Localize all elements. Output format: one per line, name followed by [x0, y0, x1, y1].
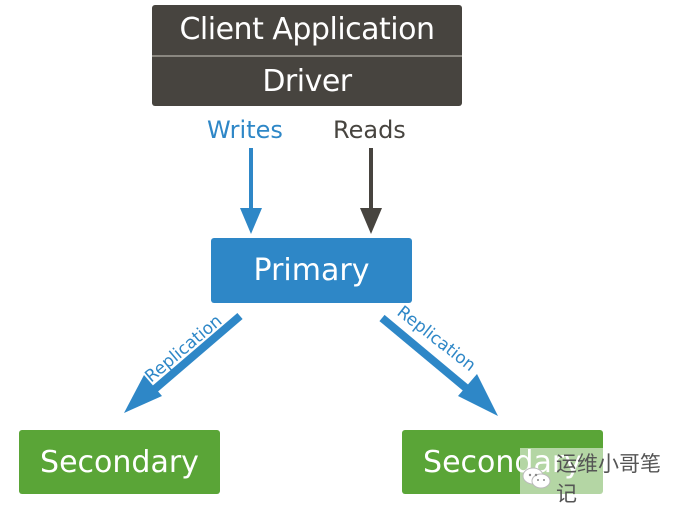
driver-label: Driver [262, 63, 352, 99]
watermark-text: 运维小哥笔记 [556, 452, 661, 506]
wechat-icon [522, 466, 552, 490]
client-driver-box: Client Application Driver [152, 5, 462, 106]
secondary-node-left: Secondary [19, 430, 220, 494]
reads-label: Reads [333, 116, 406, 144]
reads-arrow [360, 148, 382, 234]
writes-arrow [240, 148, 262, 234]
client-driver-divider [152, 54, 462, 57]
secondary-left-label: Secondary [40, 444, 199, 480]
writes-label: Writes [207, 116, 283, 144]
replication-left-arrow: Replication [124, 311, 243, 413]
replication-right-arrow: Replication [379, 302, 498, 416]
replication-left-label: Replication [141, 311, 226, 387]
primary-node: Primary [211, 238, 412, 303]
client-application-label: Client Application [179, 12, 435, 48]
watermark: 运维小哥笔记 [520, 448, 680, 508]
primary-label: Primary [253, 253, 370, 288]
